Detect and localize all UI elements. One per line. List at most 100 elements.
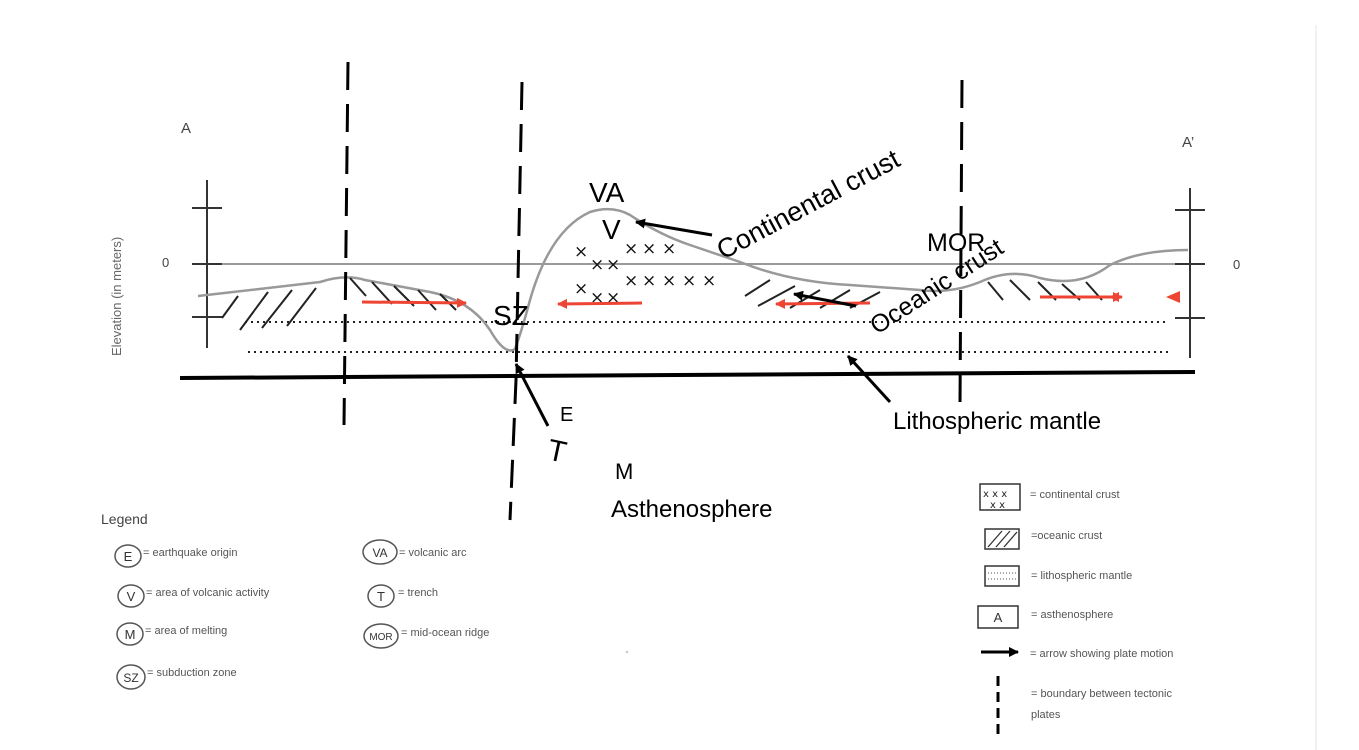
- legend-title: Legend: [101, 511, 148, 527]
- legend-text: = mid-ocean ridge: [401, 627, 489, 639]
- legend-symbol: T: [377, 589, 385, 604]
- legend-text: plates: [1031, 709, 1061, 721]
- legend-circle: [117, 584, 145, 608]
- zero-left-label: 0: [162, 255, 169, 270]
- legend-text: = continental crust: [1030, 489, 1120, 501]
- legend-symbol: VA: [372, 546, 387, 560]
- legend-item-subduction-zone: SZ = subduction zone: [116, 664, 237, 690]
- legend-text: = area of melting: [145, 625, 227, 637]
- asthenosphere-swatch: [977, 605, 1019, 629]
- svg-text:×: ×: [574, 242, 588, 262]
- right-elevation-scale: [1175, 188, 1205, 358]
- x-marks: x x x: [983, 489, 1007, 500]
- svg-text:×: ×: [642, 239, 656, 259]
- svg-text:×: ×: [682, 271, 696, 291]
- plate-motion-arrow-2: [557, 298, 643, 309]
- label-asthenosphere: Asthenosphere: [611, 496, 772, 523]
- legend-item-continental-crust: x x x x x = continental crust: [979, 483, 1120, 511]
- legend-circle: [116, 622, 144, 646]
- svg-text:×: ×: [606, 288, 620, 308]
- svg-text:×: ×: [606, 255, 620, 275]
- plate-motion-arrows: [361, 292, 1123, 309]
- oceanic-crust-swatch: [984, 528, 1020, 550]
- label-a: A: [181, 120, 191, 137]
- plate-motion-arrow-4-tail: [1166, 291, 1180, 303]
- plate-boundary-right: [958, 79, 964, 406]
- continental-crust-x-marks: × × × × × × × × × × × × × ×: [574, 239, 716, 308]
- legend-item-plate-boundary: = boundary between tectonic plates: [996, 676, 1172, 735]
- legend-circle: [362, 539, 398, 565]
- legend-symbol: M: [125, 627, 136, 642]
- trench-arrow: [514, 363, 550, 427]
- legend-item-mid-ocean-ridge: MOR = mid-ocean ridge: [363, 623, 489, 649]
- label-v: V: [602, 214, 621, 245]
- legend-text: = subduction zone: [147, 667, 237, 679]
- svg-text:×: ×: [590, 255, 604, 275]
- zero-right-label: 0: [1233, 257, 1240, 272]
- legend-item-volcanic-activity: V = area of volcanic activity: [117, 584, 270, 608]
- legend-item-trench: T = trench: [367, 584, 438, 608]
- label-e: E: [560, 404, 573, 426]
- legend-circle: [367, 584, 395, 608]
- label-t: T: [545, 434, 570, 470]
- svg-text:×: ×: [642, 271, 656, 291]
- legend-text: = volcanic arc: [399, 547, 467, 559]
- legend-item-volcanic-arc: VA = volcanic arc: [362, 539, 467, 565]
- annotation-arrows: [514, 218, 892, 427]
- plate-boundary-subduction: [508, 81, 524, 521]
- lithospheric-mantle-swatch: [984, 565, 1020, 587]
- oceanic-crust-arrow: [793, 290, 857, 308]
- legend-item-asthenosphere: A = asthenosphere: [977, 605, 1113, 629]
- svg-text:×: ×: [662, 239, 676, 259]
- legend-text: = earthquake origin: [143, 547, 237, 559]
- y-axis-label: Elevation (in meters): [109, 237, 124, 356]
- lithospheric-mantle-arrow: [846, 354, 892, 404]
- legend-text: = lithospheric mantle: [1031, 570, 1132, 582]
- legend-text: = trench: [398, 587, 438, 599]
- legend-circle: [114, 544, 142, 568]
- legend-text: = area of volcanic activity: [146, 587, 270, 599]
- label-mor: MOR: [927, 229, 985, 257]
- legend-symbol: SZ: [123, 671, 138, 685]
- legend-symbol: E: [124, 549, 133, 564]
- label-va: VA: [589, 177, 625, 208]
- legend-item-earthquake-origin: E = earthquake origin: [114, 544, 237, 568]
- legend-item-lithospheric-mantle: = lithospheric mantle: [984, 565, 1132, 587]
- legend-text: = boundary between tectonic: [1031, 688, 1172, 700]
- label-lithospheric-mantle: Lithospheric mantle: [893, 408, 1101, 435]
- legend-symbol: MOR: [369, 632, 392, 643]
- speck: [625, 650, 629, 654]
- svg-text:×: ×: [624, 239, 638, 259]
- plate-motion-arrow-3: [775, 298, 871, 309]
- svg-text:×: ×: [574, 279, 588, 299]
- surface-profile: [197, 207, 1189, 352]
- svg-text:×: ×: [702, 271, 716, 291]
- lithosphere-base-line: [179, 370, 1196, 380]
- label-m: M: [615, 459, 633, 484]
- label-sz: SZ: [493, 300, 529, 331]
- label-continental-crust: Continental crust: [712, 143, 905, 265]
- legend-item-oceanic-crust: =oceanic crust: [984, 528, 1102, 550]
- legend-circle: [116, 664, 146, 690]
- legend-circle: [363, 623, 399, 649]
- x-marks: x x: [990, 500, 1005, 511]
- legend-right: x x x x x = continental crust =oceanic c…: [977, 483, 1173, 735]
- legend-left: Legend E = earthquake origin V = area of…: [101, 511, 489, 690]
- legend-item-plate-motion-arrow: = arrow showing plate motion: [981, 647, 1173, 660]
- legend-text: = arrow showing plate motion: [1030, 648, 1173, 660]
- plate-motion-arrow-1: [361, 297, 467, 308]
- legend-symbol: A: [994, 610, 1003, 625]
- continental-crust-arrow: [635, 218, 713, 237]
- left-elevation-scale: [192, 180, 222, 348]
- legend-item-melting: M = area of melting: [116, 622, 227, 646]
- legend-text: = asthenosphere: [1031, 609, 1113, 621]
- legend-symbol: V: [127, 589, 136, 604]
- svg-text:×: ×: [624, 271, 638, 291]
- svg-text:×: ×: [662, 271, 676, 291]
- label-a-prime: A’: [1182, 134, 1194, 151]
- plate-boundary-left: [342, 61, 350, 426]
- plate-boundary-lines: [342, 61, 964, 521]
- continental-crust-swatch: [979, 483, 1021, 511]
- legend-text: =oceanic crust: [1031, 530, 1102, 542]
